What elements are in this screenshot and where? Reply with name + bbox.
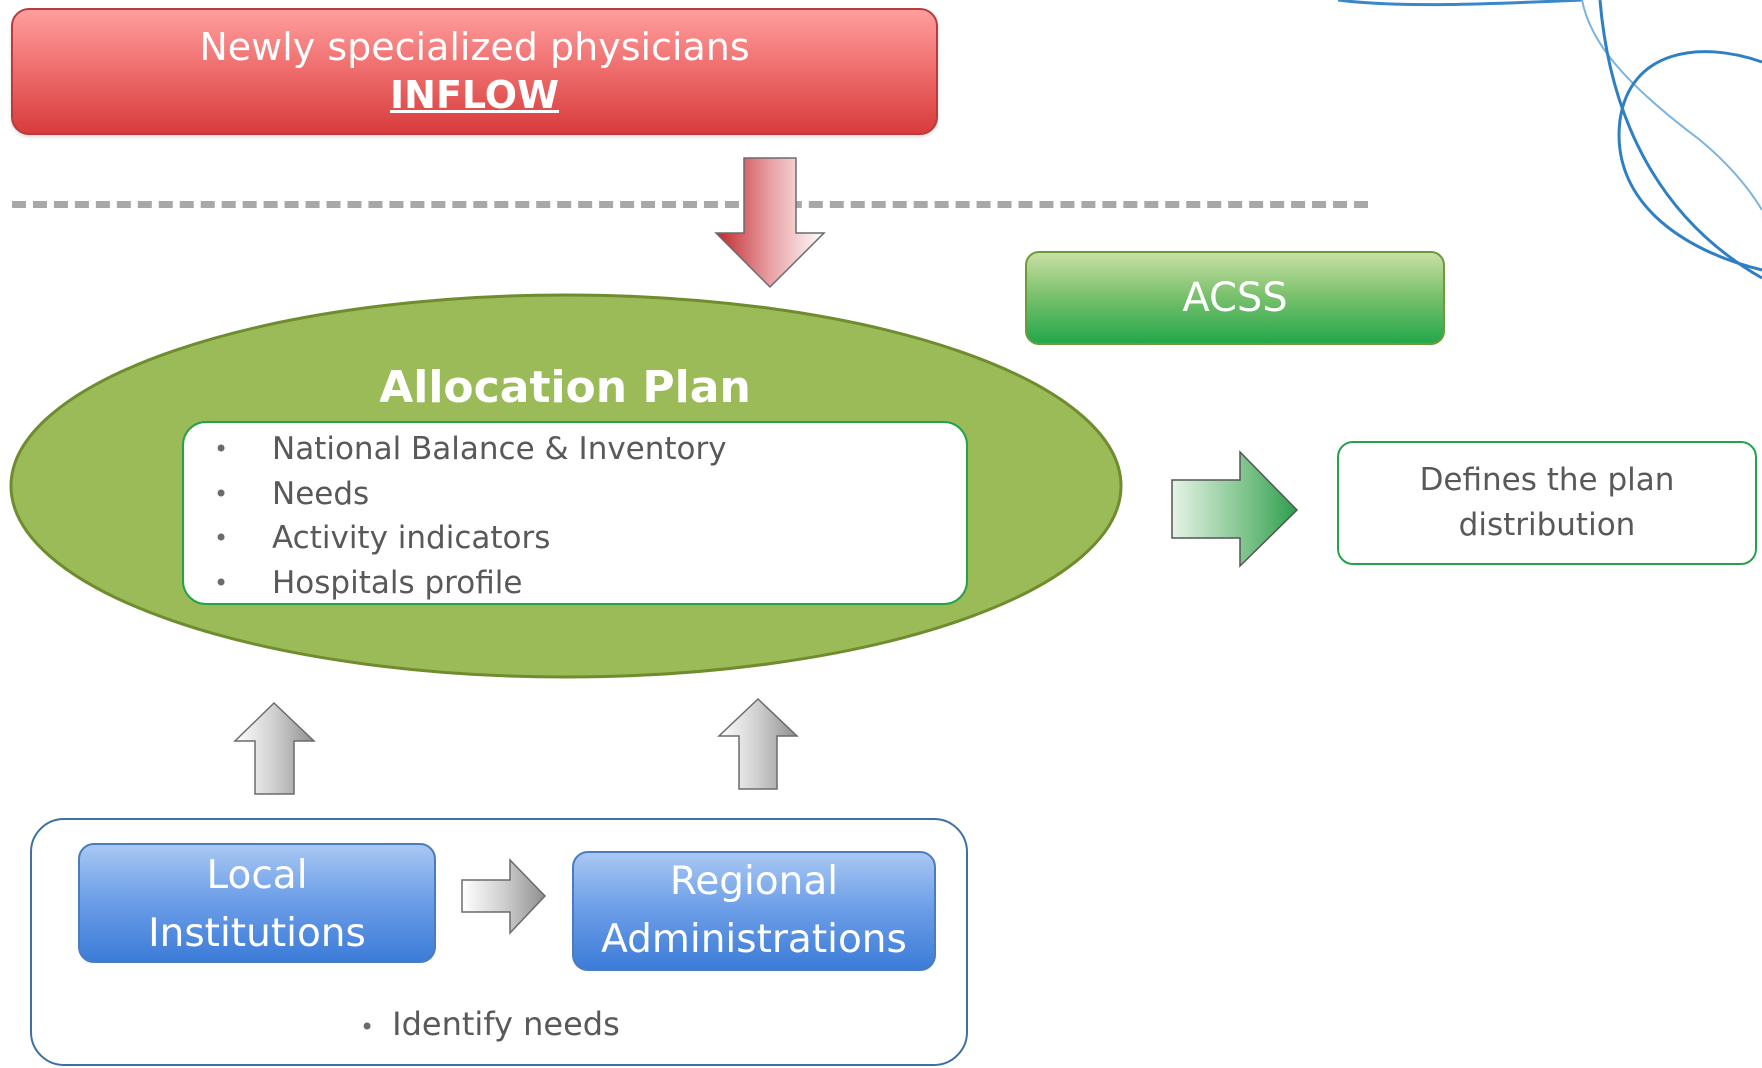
- bullet-icon: •: [214, 524, 229, 552]
- regional-line-1: Regional: [669, 859, 839, 904]
- criteria-label: Hospitals profile: [272, 564, 523, 601]
- inflow-box: Newly specialized physicians INFLOW: [11, 8, 938, 135]
- bullet-icon: •: [214, 568, 229, 597]
- list-item: • National Balance & Inventory: [184, 427, 727, 472]
- local-line-2: Institutions: [148, 911, 366, 956]
- dashed-separator: [12, 201, 1368, 208]
- list-item: • Needs: [184, 472, 727, 517]
- up-arrow-right-icon: [717, 697, 799, 790]
- bullet-icon: •: [360, 1013, 375, 1041]
- allocation-plan-title: Allocation Plan: [379, 362, 751, 413]
- allocation-plan-criteria-box: • National Balance & Inventory • Needs • Ac…: [182, 421, 968, 605]
- criteria-list: • National Balance & Inventory • Needs • Ac…: [184, 427, 727, 605]
- up-arrow-left-icon: [233, 701, 316, 795]
- list-item: • Activity indicators: [184, 516, 727, 561]
- acss-label: ACSS: [1182, 275, 1288, 321]
- local-line-1: Local: [206, 853, 308, 898]
- list-item: • Hospitals profile: [184, 561, 727, 606]
- regional-administrations-box: Regional Administrations: [572, 851, 936, 971]
- acss-box: ACSS: [1025, 251, 1445, 345]
- bullet-icon: •: [214, 479, 229, 508]
- inflow-title: Newly specialized physicians: [199, 25, 750, 69]
- bullet-icon: •: [214, 435, 229, 463]
- criteria-label: Activity indicators: [272, 520, 551, 556]
- identify-needs-label: Identify needs: [392, 1005, 620, 1043]
- defines-line-1: Defines the plan: [1419, 462, 1675, 498]
- identify-needs-note: • Identify needs: [360, 1000, 690, 1048]
- criteria-label: National Balance & Inventory: [272, 431, 727, 467]
- local-institutions-box: Local Institutions: [78, 843, 436, 963]
- inflow-label: INFLOW: [390, 73, 559, 117]
- regional-line-2: Administrations: [601, 917, 907, 962]
- criteria-label: Needs: [272, 475, 370, 512]
- defines-distribution-box: Defines the plan distribution: [1337, 441, 1757, 565]
- defines-line-2: distribution: [1458, 507, 1636, 543]
